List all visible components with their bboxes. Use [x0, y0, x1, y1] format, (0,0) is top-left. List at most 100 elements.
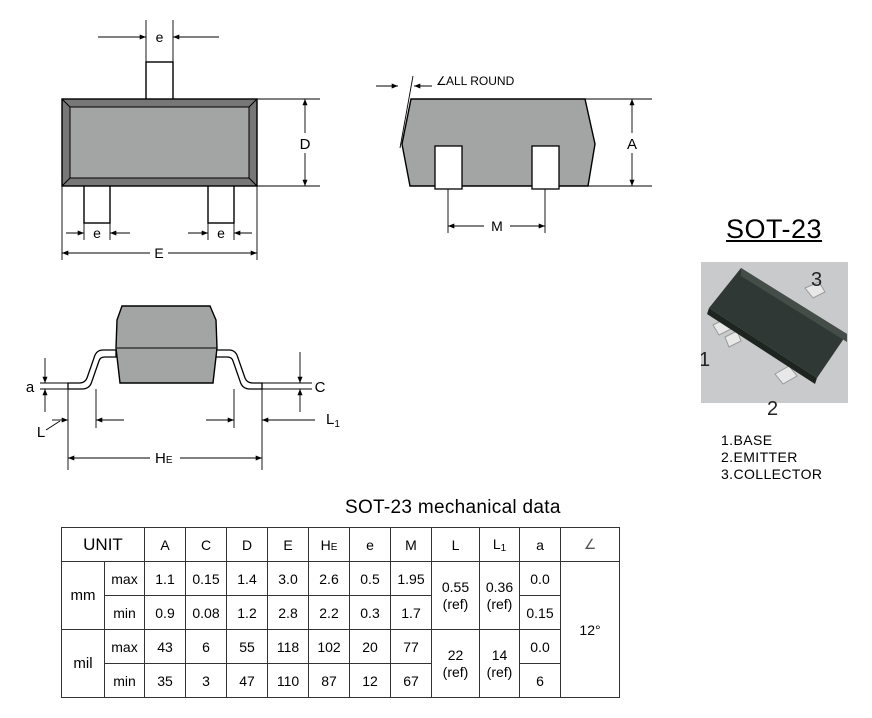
- bottom-left-lead: [83, 182, 111, 224]
- dim-e-top-label: e: [156, 29, 164, 45]
- row-label-min: min: [104, 595, 145, 630]
- dim-e-left-label: e: [93, 225, 101, 241]
- cell: 67: [390, 663, 432, 698]
- cell-mm-L1: 0.36(ref): [479, 561, 520, 630]
- cell: 0.15: [519, 595, 561, 630]
- profile-body: [115, 305, 218, 384]
- cell: 20: [349, 629, 391, 664]
- header-e: e: [349, 527, 391, 562]
- bottom-right-lead: [207, 182, 235, 224]
- profile-view: a C L1 L HE: [26, 305, 340, 470]
- cell: 0.9: [144, 595, 186, 630]
- dim-a-label: a: [26, 379, 35, 396]
- mechanical-drawings: e D e e E ∠ ALL ROUND: [26, 20, 652, 470]
- cell: 1.2: [226, 595, 268, 630]
- cell: 47: [226, 663, 268, 698]
- cell: 6: [185, 629, 227, 664]
- photo-pin-2-label: 2: [767, 398, 779, 420]
- table-title: SOT-23 mechanical data: [345, 497, 561, 518]
- cell: 102: [308, 629, 350, 664]
- pin-list-item-base: 1.BASE: [721, 432, 773, 448]
- header-L: L: [431, 527, 480, 562]
- header-HE: HE: [308, 527, 350, 562]
- all-round-angle-icon: ∠: [436, 74, 447, 88]
- profile-lead-right: [215, 349, 263, 390]
- package-title: SOT-23: [726, 214, 823, 244]
- mechanical-data-table: UNIT A C D E HE e M L L1 a ∠ mm max 1.1 …: [61, 527, 620, 698]
- cell-angle: 12°: [560, 561, 620, 698]
- table-row: min 0.9 0.08 1.2 2.8 2.2 0.3 1.7 0.15: [62, 595, 620, 630]
- cell: 118: [267, 629, 309, 664]
- side-lead-right: [531, 145, 560, 190]
- side-lead-left: [434, 145, 463, 190]
- group-mm: mm: [61, 561, 105, 630]
- header-a: a: [519, 527, 561, 562]
- header-angle-icon: ∠: [560, 527, 620, 562]
- photo-pin-1-label: 1: [701, 349, 710, 371]
- photo-body: [709, 268, 847, 378]
- dim-e-right-label: e: [217, 225, 225, 241]
- header-A: A: [144, 527, 186, 562]
- cell: 1.1: [144, 561, 186, 596]
- cell: 12: [349, 663, 391, 698]
- row-label-max: max: [104, 561, 145, 596]
- cell: 3: [185, 663, 227, 698]
- table-row: mil max 43 6 55 118 102 20 77 22(ref) 14…: [61, 629, 620, 698]
- dim-M-label: M: [491, 218, 503, 234]
- side-body: [401, 98, 596, 187]
- pin-list: 1.BASE 2.EMITTER 3.COLLECTOR: [721, 432, 822, 483]
- dim-E-label: E: [154, 245, 163, 261]
- cell: 2.2: [308, 595, 350, 630]
- side-view: ∠ ALL ROUND A M: [376, 74, 652, 234]
- header-M: M: [390, 527, 432, 562]
- cell: 1.7: [390, 595, 432, 630]
- profile-lead-left: [67, 349, 117, 390]
- cell: 87: [308, 663, 350, 698]
- header-C: C: [185, 527, 227, 562]
- cell: 0.0: [519, 629, 561, 664]
- cell: 77: [390, 629, 432, 664]
- group-mil: mil: [61, 629, 105, 698]
- pin-list-item-emitter: 2.EMITTER: [721, 449, 798, 465]
- cell: 43: [144, 629, 186, 664]
- photo-pin-2-lead: [774, 365, 798, 385]
- dim-L1-label: L1: [326, 411, 340, 430]
- cell: 0.3: [349, 595, 391, 630]
- cell: 0.5: [349, 561, 391, 596]
- pin-list-item-collector: 3.COLLECTOR: [721, 466, 823, 482]
- photo-pin-3-lead: [804, 281, 826, 299]
- top-view: e D e e E: [61, 20, 320, 261]
- all-round-label: ALL ROUND: [446, 74, 515, 88]
- header-D: D: [226, 527, 268, 562]
- cell: 2.6: [308, 561, 350, 596]
- cell-mil-L: 22(ref): [431, 629, 480, 698]
- package-photo: 3 1: [699, 262, 848, 403]
- top-lead: [145, 61, 174, 103]
- cell-mil-L1: 14(ref): [479, 629, 520, 698]
- header-L1: L1: [479, 527, 520, 562]
- cell: 0.0: [519, 561, 561, 596]
- cell: 110: [267, 663, 309, 698]
- dim-L-label: L: [37, 424, 45, 441]
- row-label-max: max: [104, 629, 145, 664]
- dim-C-label: C: [315, 379, 326, 396]
- header-unit: UNIT: [61, 527, 145, 562]
- cell: 6: [519, 663, 561, 698]
- dim-HE-label: HE: [155, 450, 173, 467]
- cell: 1.4: [226, 561, 268, 596]
- table-row: min 35 3 47 110 87 12 67 6: [62, 663, 620, 698]
- cell: 35: [144, 663, 186, 698]
- table-row: mm max 1.1 0.15 1.4 3.0 2.6 0.5 1.95 0.5…: [61, 561, 620, 698]
- dim-D-label: D: [300, 136, 311, 153]
- header-E: E: [267, 527, 309, 562]
- cell: 1.95: [390, 561, 432, 596]
- row-label-min: min: [104, 663, 145, 698]
- cell: 0.08: [185, 595, 227, 630]
- photo-pin-3-label: 3: [811, 269, 822, 291]
- table-header-row: UNIT A C D E HE e M L L1 a ∠: [61, 527, 620, 562]
- cell-mm-L: 0.55(ref): [431, 561, 480, 630]
- cell: 55: [226, 629, 268, 664]
- dim-A-label: A: [627, 136, 637, 153]
- cell: 2.8: [267, 595, 309, 630]
- top-body-inner: [69, 106, 250, 179]
